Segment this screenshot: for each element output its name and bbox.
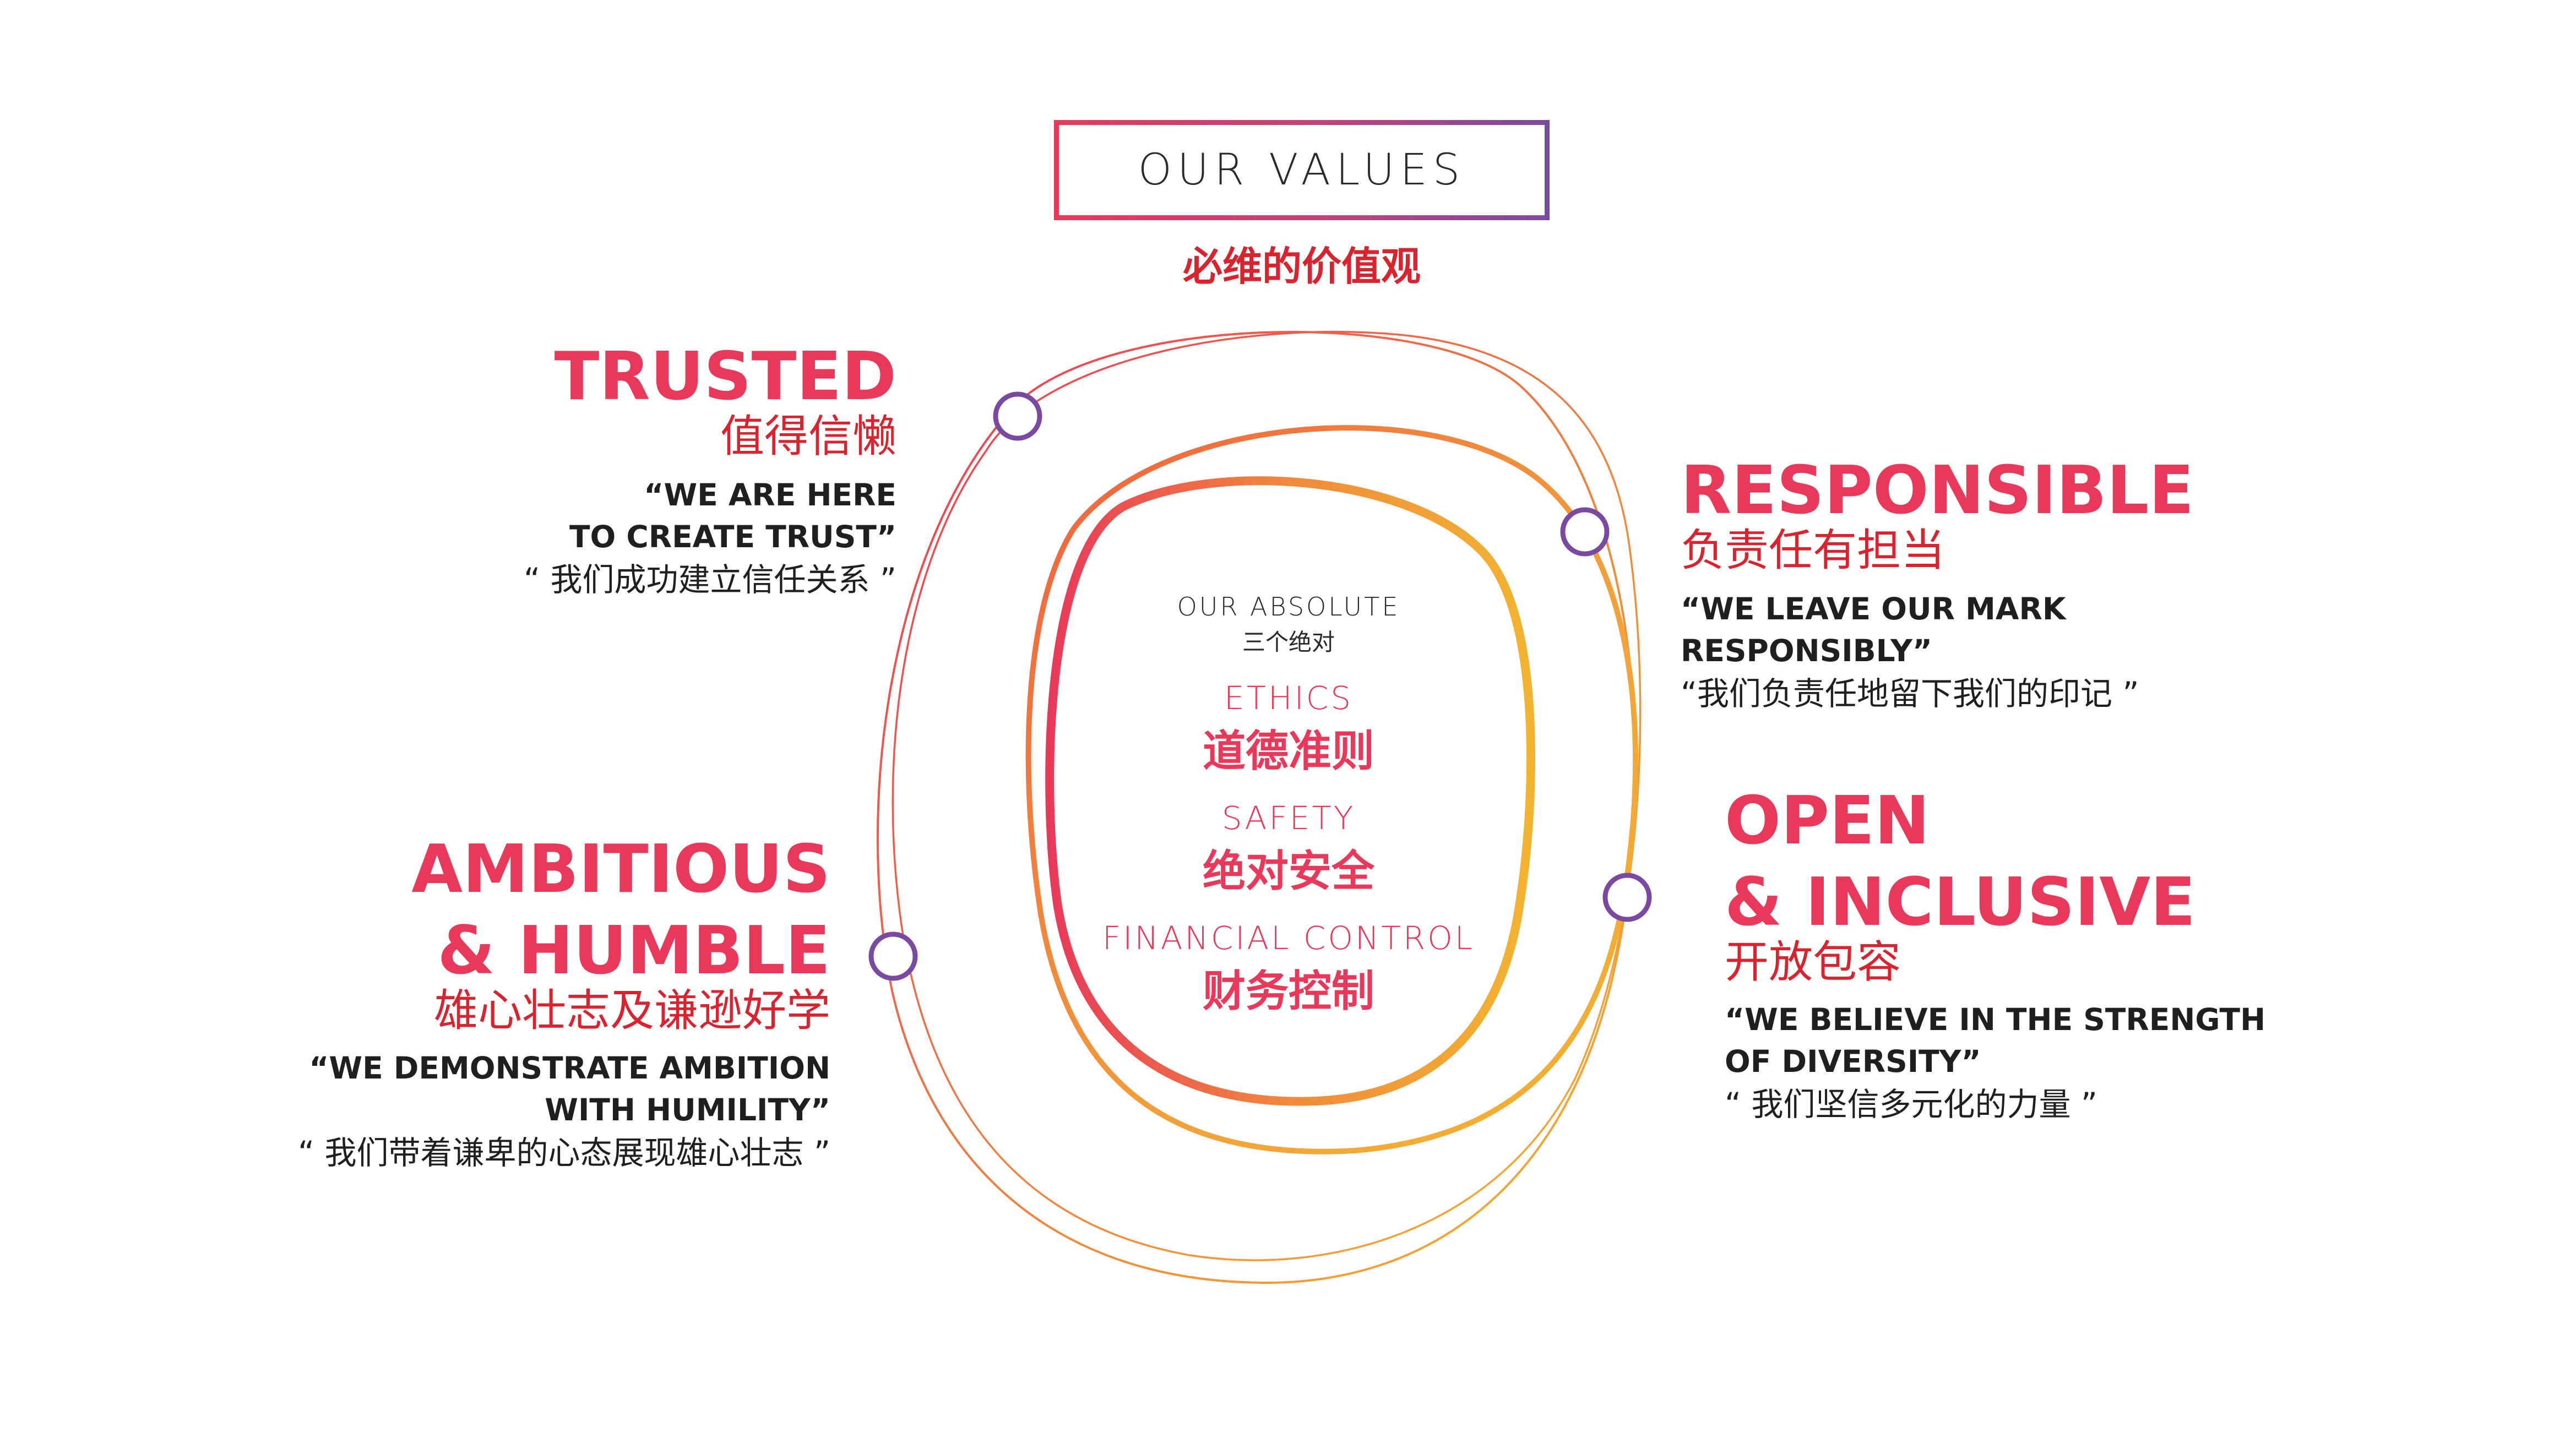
responsible-title-cn: 负责任有担当 <box>1681 525 1945 576</box>
open-quote-line2: OF DIVERSITY” <box>1725 1044 1981 1079</box>
center-heading: OUR ABSOLUTE <box>1177 592 1400 622</box>
ambitious-title-line2: & HUMBLE <box>437 913 830 989</box>
trusted-title-cn: 值得信懒 <box>720 411 896 462</box>
trusted-quote-cn: “ 我们成功建立信任关系 ” <box>524 561 896 598</box>
center-item-financial-label: FINANCIAL CONTROL <box>1102 919 1475 957</box>
responsible-node <box>1560 507 1610 557</box>
center-item-safety-cn: 绝对安全 <box>1202 847 1374 896</box>
outer-loop-thin-a <box>876 331 1637 1284</box>
ambitious-title-line1: AMBITIOUS <box>411 831 830 908</box>
ambitious-quote-cn: “ 我们带着谦卑的心态展现雄心壮志 ” <box>298 1134 830 1172</box>
value-trusted: TRUSTED 值得信懒 “WE ARE HERE TO CREATE TRUS… <box>524 344 896 602</box>
center-heading-cn: 三个绝对 <box>1242 629 1335 656</box>
center-item-financial-cn: 财务控制 <box>1202 967 1374 1016</box>
ambitious-quote-line2: WITH HUMILITY” <box>545 1092 830 1127</box>
title-box: OUR VALUES <box>1054 120 1550 220</box>
center-item-ethics-cn: 道德准则 <box>1202 727 1374 776</box>
value-ambitious: AMBITIOUS & HUMBLE 雄心壮志及谦逊好学 “WE DEMONST… <box>298 837 830 1175</box>
open-title-line2: & INCLUSIVE <box>1725 864 2196 941</box>
ambitious-node <box>868 931 918 981</box>
trusted-quote-line2: TO CREATE TRUST” <box>569 519 896 554</box>
responsible-quote-line2: RESPONSIBLY” <box>1681 633 1933 668</box>
open-quote-line1: “WE BELIEVE IN THE STRENGTH <box>1725 1002 2266 1037</box>
responsible-quote-cn: “我们负责任地留下我们的印记 ” <box>1681 675 2139 712</box>
value-responsible: RESPONSIBLE 负责任有担当 “WE LEAVE OUR MARK RE… <box>1681 458 2194 716</box>
center-absolutes: OUR ABSOLUTE 三个绝对 ETHICS 道德准则 SAFETY 绝对安… <box>1096 592 1481 1018</box>
inner-loop <box>1045 476 1536 1106</box>
middle-loop <box>1025 425 1639 1154</box>
open-quote-cn: “ 我们坚信多元化的力量 ” <box>1725 1086 2097 1123</box>
center-item-safety-label: SAFETY <box>1221 799 1356 837</box>
trusted-node <box>993 391 1042 441</box>
outer-loop-thin-b <box>892 330 1642 1261</box>
page-title: OUR VALUES <box>1138 145 1466 195</box>
ambitious-title-cn: 雄心壮志及谦逊好学 <box>434 985 830 1036</box>
center-item-ethics-label: ETHICS <box>1224 679 1354 717</box>
trusted-quote-line1: “WE ARE HERE <box>644 477 896 513</box>
ambitious-quote-line1: “WE DEMONSTRATE AMBITION <box>309 1050 830 1086</box>
responsible-title: RESPONSIBLE <box>1681 453 2194 529</box>
open-title-line1: OPEN <box>1725 783 1930 859</box>
value-open: OPEN & INCLUSIVE 开放包容 “WE BELIEVE IN THE… <box>1725 788 2265 1126</box>
responsible-quote-line1: “WE LEAVE OUR MARK <box>1681 591 2066 627</box>
open-node <box>1602 873 1652 922</box>
page-subtitle-cn: 必维的价值观 <box>1182 243 1421 290</box>
trusted-title: TRUSTED <box>554 339 896 415</box>
open-title-cn: 开放包容 <box>1725 936 1901 988</box>
